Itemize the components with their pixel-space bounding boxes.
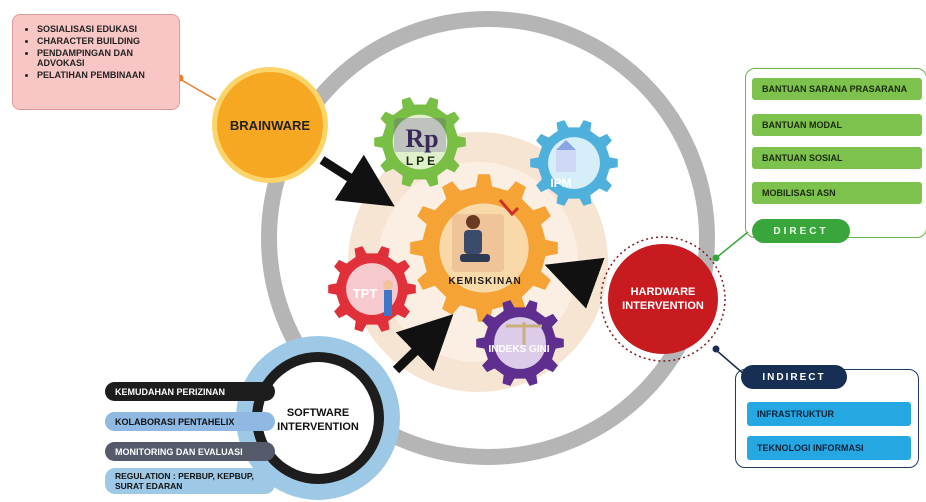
software-item: KEMUDAHAN PERIZINAN — [105, 382, 275, 401]
lpe-logo-text: Rp — [405, 124, 439, 153]
person-illustration — [452, 199, 520, 272]
indirect-item: INFRASTRUKTUR — [747, 402, 911, 426]
gear-lpe-hub — [392, 114, 448, 170]
direct-item: BANTUAN MODAL — [752, 114, 922, 136]
ipm-figure — [556, 140, 576, 172]
tpt-figure — [383, 280, 393, 316]
indirect-item: TEKNOLOGI INFORMASI — [747, 436, 911, 460]
hardware-label: HARDWARE INTERVENTION — [622, 286, 704, 312]
hardware-dotted-ring — [600, 236, 726, 362]
software-ring-inner — [262, 362, 374, 474]
software-item: KOLABORASI PENTAHELIX — [105, 412, 275, 431]
direct-item: BANTUAN SOSIAL — [752, 147, 922, 169]
brainware-list-box: SOSIALISASI EDUKASI CHARACTER BUILDING PEN… — [12, 14, 180, 110]
hardware-circle: HARDWARE INTERVENTION — [608, 244, 718, 354]
brainware-list: SOSIALISASI EDUKASI CHARACTER BUILDING PEN… — [23, 24, 173, 80]
arrow-brainware — [319, 154, 395, 207]
brainware-item: PENDAMPINGAN DAN ADVOKASI — [37, 48, 173, 68]
brainware-item: SOSIALISASI EDUKASI — [37, 24, 173, 34]
brainware-circle: BRAINWARE — [212, 67, 328, 183]
software-item: REGULATION : PERBUP, KEPBUP, SURAT EDARA… — [105, 468, 275, 494]
direct-connector — [715, 231, 749, 259]
direct-tag: DIRECT — [752, 219, 850, 243]
direct-item: MOBILISASI ASN — [752, 182, 922, 204]
direct-item: BANTUAN SARANA PRASARANA — [752, 78, 922, 100]
gear-tpt-label: TPT — [352, 286, 378, 301]
brainware-label: BRAINWARE — [229, 117, 311, 133]
software-label: SOFTWARE INTERVENTION — [277, 407, 359, 433]
scale-icon — [506, 322, 542, 345]
gear-ipm-label: IPM — [550, 176, 572, 190]
outer-ring — [261, 11, 715, 465]
lpe-logo — [394, 118, 446, 152]
arrow-hardware — [544, 257, 605, 309]
indirect-tag: INDIRECT — [741, 365, 847, 389]
indirect-connector-dot — [712, 345, 720, 353]
gear-gini-hub — [494, 317, 546, 369]
brainware-item: PELATIHAN PEMBINAAN — [37, 70, 173, 80]
direct-connector-dot — [712, 254, 720, 262]
brainware-connector — [177, 77, 217, 101]
arrow-software — [392, 314, 454, 374]
software-item: MONITORING DAN EVALUASI — [105, 442, 275, 461]
center-label: KEMISKINAN — [448, 276, 522, 287]
brainware-item: CHARACTER BUILDING — [37, 36, 173, 46]
gear-lpe-label: LPE — [405, 154, 439, 168]
gear-gini-label: INDEKS GINI — [488, 344, 550, 355]
